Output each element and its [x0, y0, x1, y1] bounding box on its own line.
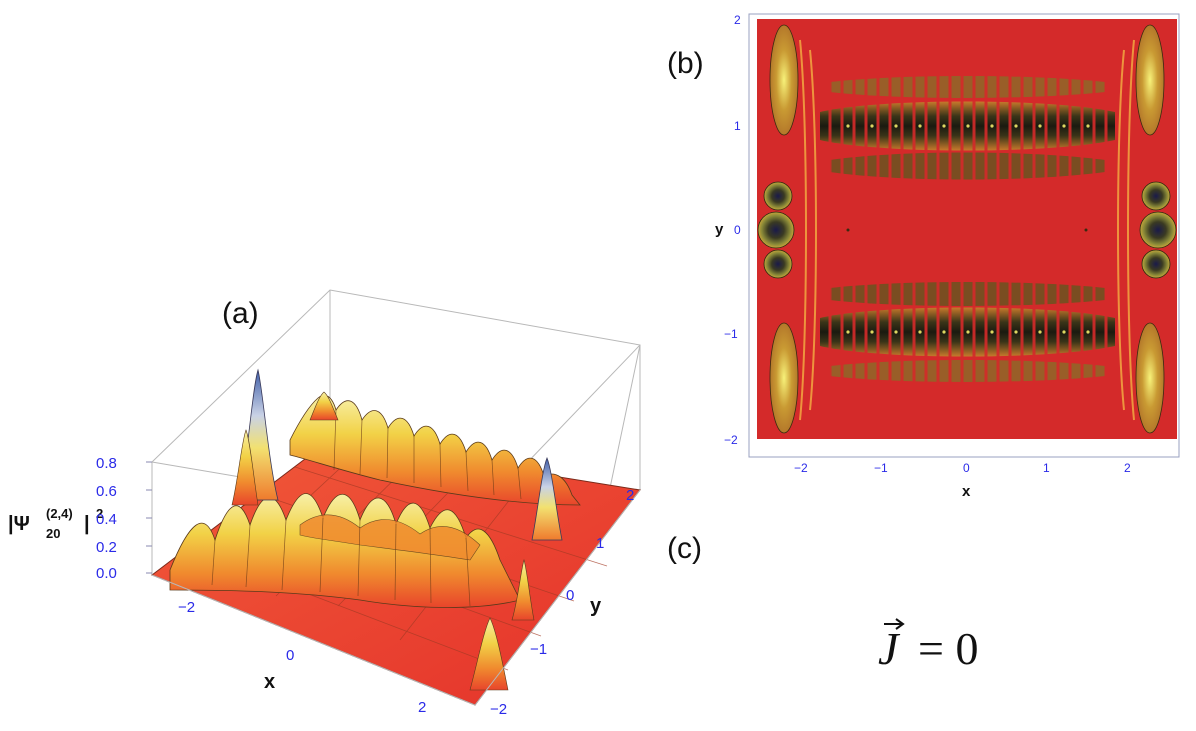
b-x-tick: 2 [1124, 461, 1131, 475]
y-tick: 2 [626, 487, 634, 504]
panel-b-right-bottom-lobe [1135, 322, 1165, 434]
panel-a: (a) |Ψ (2,4) 20 | 2 0.8 0.6 0.4 0.2 0.0 … [8, 289, 641, 718]
panel-a-z-axis-label: |Ψ (2,4) 20 | 2 [8, 506, 103, 541]
panel-a-back-ridge [289, 394, 581, 506]
b-x-tick: −1 [874, 461, 888, 475]
b-y-tick: 0 [734, 223, 741, 237]
y-tick: 0 [566, 587, 574, 604]
panel-a-left-peak-2 [231, 429, 259, 506]
b-y-tick: −1 [724, 327, 738, 341]
panel-a-label: (a) [222, 297, 259, 330]
panel-a-tick-marks [146, 461, 152, 574]
panel-a-front-edges [151, 489, 641, 706]
panel-b-right-upper-blob [1141, 181, 1171, 211]
panel-a-x-ticks: −2 0 2 [178, 599, 426, 716]
y-tick: −2 [490, 701, 507, 718]
panel-c-equation: J = 0 [878, 618, 978, 674]
y-tick: −1 [530, 641, 547, 658]
panel-b-band-thin [830, 360, 1105, 382]
z-tick: 0.2 [96, 539, 117, 556]
panel-c: (c) J = 0 [667, 532, 978, 674]
z-tick: 0.6 [96, 483, 117, 500]
panel-b-left-top-lobe [769, 24, 799, 136]
y-tick: 1 [596, 535, 604, 552]
panel-a-back-corner-bump [309, 391, 339, 421]
panel-a-y-label: y [590, 595, 602, 617]
panel-a-z-ticks: 0.8 0.6 0.4 0.2 0.0 [96, 455, 117, 582]
panel-a-z-label-pow: 2 [96, 506, 103, 521]
panel-b-right-center-blob [1139, 211, 1177, 249]
b-y-tick: 2 [734, 13, 741, 27]
right-arrow-icon [884, 618, 905, 630]
b-y-tick: −2 [724, 433, 738, 447]
panel-a-z-label-sup: (2,4) [46, 506, 73, 521]
panel-b-band-thin [830, 76, 1105, 98]
z-tick: 0.0 [96, 565, 117, 582]
panel-b-left-upper-blob [763, 181, 793, 211]
b-x-tick: 1 [1043, 461, 1050, 475]
equation-symbol: J [878, 623, 901, 674]
b-x-tick: −2 [794, 461, 808, 475]
panel-b-right-top-lobe [1135, 24, 1165, 136]
x-tick: −2 [178, 599, 195, 616]
panel-a-z-label-sub: 20 [46, 526, 60, 541]
panel-a-y-ticks: 2 1 0 −1 −2 [490, 487, 634, 718]
panel-a-front-corner-peak [469, 617, 509, 691]
panel-a-z-label-main: |Ψ [8, 513, 30, 535]
equation-rest: = 0 [918, 623, 978, 674]
panel-a-front-ridge [169, 493, 521, 608]
panel-b-left-bottom-lobe [769, 322, 799, 434]
x-tick: 0 [286, 647, 294, 664]
panel-a-ridges [169, 368, 581, 691]
panel-b: (b) [667, 13, 1180, 500]
panel-b-y-ticks: 2 1 0 −1 −2 [724, 13, 741, 447]
panel-b-contours [757, 24, 1177, 434]
panel-b-right-lower-blob [1141, 249, 1171, 279]
panel-b-x-ticks: −2 −1 0 1 2 [794, 461, 1131, 475]
panel-b-band-thin [830, 152, 1105, 180]
panel-b-label: (b) [667, 47, 704, 80]
b-x-tick: 0 [963, 461, 970, 475]
panel-b-x-label: x [962, 483, 971, 500]
z-tick: 0.4 [96, 511, 117, 528]
panel-a-middle-ripples [299, 514, 481, 561]
panel-a-z-label-tail: | [84, 513, 90, 535]
panel-b-left-lower-blob [763, 249, 793, 279]
z-tick: 0.8 [96, 455, 117, 472]
panel-b-band-thin [830, 282, 1105, 306]
panel-a-right-peak [531, 456, 563, 541]
panel-b-left-center-blob [757, 211, 795, 249]
panel-b-y-label: y [715, 221, 724, 238]
b-y-tick: 1 [734, 119, 741, 133]
panel-a-right-peak-2 [511, 558, 535, 621]
panel-a-x-label: x [264, 671, 275, 693]
panel-c-label: (c) [667, 532, 702, 565]
x-tick: 2 [418, 699, 426, 716]
